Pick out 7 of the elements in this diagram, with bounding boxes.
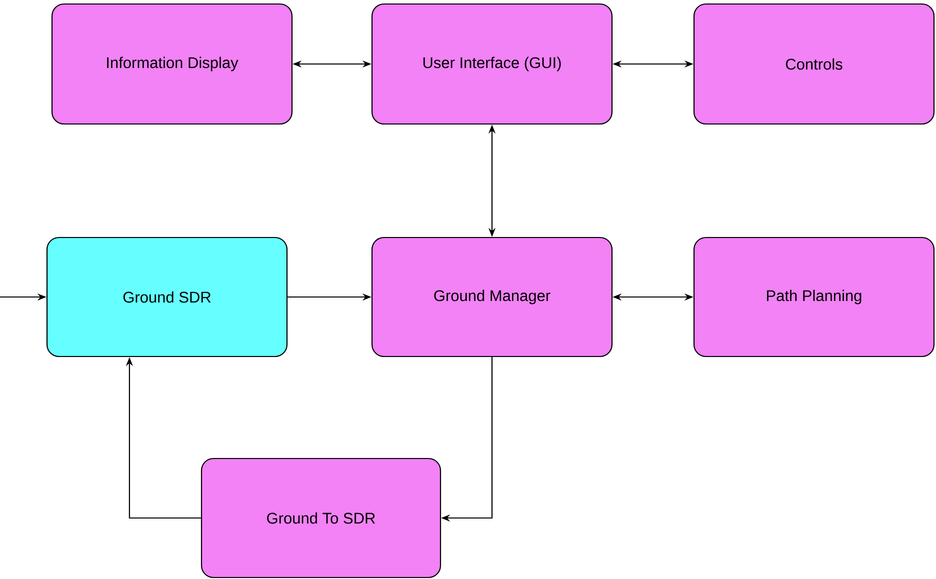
process-box: Information Display xyxy=(51,3,293,125)
process-box: Ground SDR xyxy=(46,236,288,358)
process-box: Ground Manager xyxy=(371,236,613,358)
process-box: Path Planning xyxy=(693,236,935,358)
process-box: Controls xyxy=(693,3,935,125)
process-box: Ground To SDR xyxy=(200,458,442,578)
process-box: User Interface (GUI) xyxy=(371,3,613,125)
